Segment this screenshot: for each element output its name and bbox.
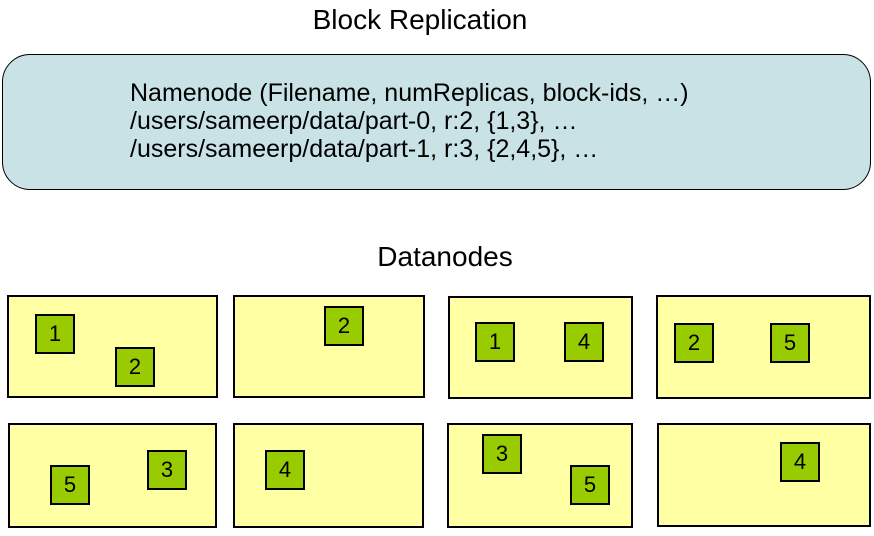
block-4: 4	[780, 442, 820, 482]
namenode-file-line-part-0: /users/sameerp/data/part-0, r:2, {1,3}, …	[130, 107, 578, 135]
block-3: 3	[482, 434, 522, 474]
namenode-header-line: Namenode (Filename, numReplicas, block-i…	[130, 79, 689, 107]
datanode-2: 2	[233, 295, 425, 398]
block-5: 5	[770, 323, 810, 363]
block-4: 4	[265, 450, 305, 490]
datanode-6: 4	[233, 423, 424, 528]
datanodes-title: Datanodes	[377, 241, 513, 272]
block-3: 3	[147, 450, 187, 490]
namenode-file-line-part-1: /users/sameerp/data/part-1, r:3, {2,4,5}…	[130, 135, 599, 163]
block-5: 5	[570, 465, 610, 505]
block-2: 2	[115, 347, 155, 387]
block-2: 2	[674, 323, 714, 363]
block-4: 4	[564, 322, 604, 362]
block-2: 2	[324, 306, 364, 346]
datanode-8: 4	[657, 423, 871, 527]
block-1: 1	[475, 322, 515, 362]
page-title: Block Replication	[312, 4, 528, 35]
block-1: 1	[35, 314, 75, 354]
block-5: 5	[50, 465, 90, 505]
namenode-box: Namenode (Filename, numReplicas, block-i…	[2, 54, 871, 190]
